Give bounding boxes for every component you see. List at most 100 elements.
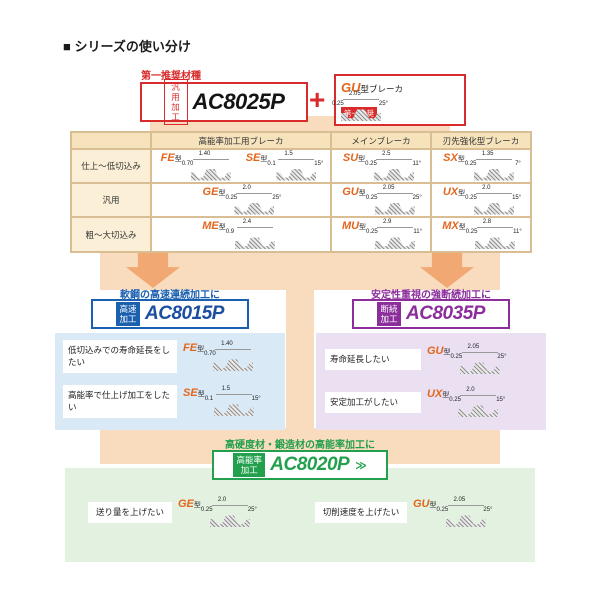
- insert-profile-icon: [458, 405, 499, 417]
- breaker-type-label: FE型: [183, 341, 205, 354]
- insert-profile-icon: [234, 237, 275, 249]
- need-text: 寿命延長したい: [325, 349, 421, 370]
- table-row-label: 汎用: [71, 183, 151, 217]
- dim-width-label: 2.05: [453, 497, 466, 503]
- breaker-suffix-label: 型: [442, 392, 450, 399]
- dimension-line: [215, 348, 252, 350]
- table-row-label: 粗～大切込み: [71, 217, 151, 252]
- breaker-type-label: SE型: [245, 151, 268, 164]
- dimension-line: [236, 192, 273, 194]
- breaker-type-label: UX型: [442, 185, 466, 198]
- need-text: 切削速度を上げたい: [315, 502, 407, 523]
- grade-box-ac8020p: 高能率加工 AC8020P ≫: [212, 450, 388, 480]
- dim-width-label: 1.40: [221, 340, 233, 347]
- dim-land-label: 0.1: [204, 395, 214, 402]
- dim-land-label: 0.1: [267, 160, 276, 167]
- breaker-suffix-label: 型: [218, 189, 226, 197]
- dim-land-label: 0.25: [332, 101, 344, 107]
- grade-box-ac8035p: 断続加工 AC8035P: [352, 299, 510, 329]
- mid-right-panel: [316, 333, 546, 430]
- usage-badge-general: 汎用加工: [163, 78, 188, 126]
- dim-angle-label: 25°: [497, 354, 507, 360]
- breaker-type-label: SX型: [443, 151, 465, 164]
- breaker-suffix-label: 型: [197, 345, 205, 353]
- col-header-high-efficiency: 高能率加工用ブレーカ: [151, 132, 331, 149]
- gu-type-label: GU: [341, 80, 361, 95]
- grade-box-ac8025p: 汎用加工 AC8025P: [140, 78, 308, 126]
- breaker-suffix-label: 型: [429, 502, 437, 509]
- dim-width-label: 2.9: [383, 219, 392, 225]
- insert-profile-icon: [341, 109, 381, 121]
- grade-name-ac8015p: AC8015P: [145, 303, 224, 324]
- gu-suffix-label: 型ブレーカ: [360, 84, 404, 94]
- breaker-suffix-label: 型: [197, 390, 205, 398]
- dim-land-label: 0.25: [450, 354, 463, 360]
- dim-angle-label: 7°: [515, 160, 521, 167]
- breaker-type-label: GE型: [202, 185, 226, 198]
- grade-name-ac8020p: AC8020P: [270, 454, 350, 475]
- insert-profile-icon: [276, 169, 317, 181]
- dim-land-label: 0.25: [436, 507, 449, 513]
- insert-profile-icon: [234, 203, 275, 215]
- dim-land-label: 0.25: [365, 160, 377, 167]
- dim-angle-label: 25°: [272, 194, 282, 201]
- insert-profile-icon: [213, 404, 254, 416]
- dim-width-label: 2.5: [382, 150, 391, 157]
- insert-profile-icon: [213, 359, 254, 371]
- need-text: 安定加工がしたい: [325, 392, 421, 413]
- dim-angle-label: 25°: [378, 101, 388, 107]
- insert-profile-icon: [374, 203, 415, 215]
- dimension-line: [236, 227, 273, 228]
- dim-width-label: 1.35: [481, 150, 494, 157]
- dimension-line: [476, 227, 513, 228]
- breaker-type-label: GE型: [178, 498, 201, 510]
- mid-right-heading: 安定性重視の強断続加工に: [371, 290, 491, 301]
- dim-land-label: 0.25: [465, 229, 478, 235]
- dimension-line: [376, 192, 413, 194]
- breaker-type-label: GU型: [342, 185, 366, 198]
- dim-land-label: 0.9: [225, 229, 235, 235]
- insert-profile-icon: [209, 515, 250, 527]
- dimension-line: [343, 99, 379, 100]
- grade-name-ac8025p: AC8025P: [192, 89, 285, 114]
- insert-profile-icon: [375, 237, 416, 249]
- dimension-line: [447, 505, 484, 506]
- dimension-line: [211, 505, 248, 506]
- grade-name-ac8035p: AC8035P: [406, 303, 485, 324]
- dim-width-label: 2.0: [217, 497, 227, 503]
- dim-width-label: 1.40: [198, 150, 211, 157]
- gu-breaker-title: GU型ブレーカ: [341, 79, 403, 97]
- plus-sign: +: [309, 84, 326, 115]
- dim-angle-label: 11°: [513, 229, 522, 235]
- breaker-suffix-label: 型: [358, 155, 366, 163]
- breaker-suffix-label: 型: [260, 155, 268, 163]
- insert-profile-icon: [474, 237, 515, 249]
- dim-land-label: 0.70: [204, 350, 216, 357]
- first-recommendation-label: 第一推奨材種: [141, 71, 201, 82]
- dim-width-label: 1.5: [221, 385, 231, 392]
- dim-width-label: 1.5: [284, 150, 293, 157]
- breaker-type-label: MU型: [341, 220, 367, 232]
- dim-width-label: 2.05: [382, 184, 395, 191]
